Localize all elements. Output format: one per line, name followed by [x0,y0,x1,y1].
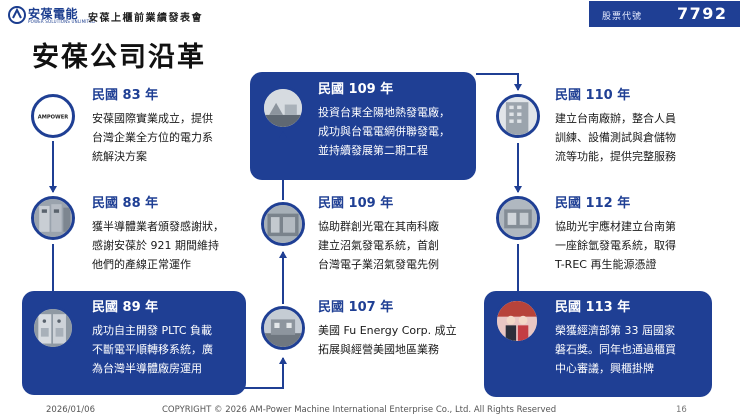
milestone-text: 投資台東全陽地熱發電廠， 成功與台電電網併聯發電， 並持續發展第二期工程 [318,106,450,157]
connector-109a-110 [476,73,522,91]
milestone-113: 民國 113 年 榮獲經濟部第 33 屆國家 磐石獎。同年也通過櫃買 中心審議，… [555,300,711,378]
hydrogen-generator-photo-icon [496,196,540,240]
footer-copyright: COPYRIGHT © 2026 AM-Power Machine Intern… [162,405,557,415]
milestone-year: 民國 110 年 [555,88,631,103]
milestone-text: 協助光宇應材建立台南第 一座餘氫發電系統，取得 T-REC 再生能源憑證 [555,220,676,271]
ampower-logo-icon: AMPOWER [31,94,75,138]
electrical-cabinet-photo-icon [31,196,75,240]
milestone-109a: 民國 109 年 投資台東全陽地熱發電廠， 成功與台電電網併聯發電， 並持續發展… [318,82,474,160]
milestone-text: 榮獲經濟部第 33 屆國家 磐石獎。同年也通過櫃買 中心審議，興櫃掛牌 [555,324,676,375]
milestone-year: 民國 107 年 [318,300,394,315]
stock-code-badge: 股票代號 7792 [589,1,740,27]
milestone-year: 民國 109 年 [318,82,394,97]
logo-tagline: POWER SOLUTIONS UNLIMITED [28,19,96,24]
logo-badge-text: AMPOWER [38,115,69,121]
company-logo: 安葆電能 POWER SOLUTIONS UNLIMITED [8,5,95,27]
page-title: 安葆公司沿革 [32,42,206,73]
tainan-building-photo-icon [496,94,540,138]
stock-code: 7792 [677,4,728,23]
brand-mark-icon [8,6,26,24]
event-title: 安葆上櫃前業績發表會 [88,13,203,24]
milestone-88: 民國 88 年 獲半導體業者頒發感謝狀， 感謝安葆於 921 期間維持 他們的產… [92,196,252,274]
header-bar: 安葆電能 POWER SOLUTIONS UNLIMITED 安葆上櫃前業績發表… [0,0,740,30]
milestone-text: 安葆國際實業成立，提供 台灣企業全方位的電力系 統解決方案 [92,112,213,163]
geothermal-plant-photo-icon [261,86,305,130]
milestone-109b: 民國 109 年 協助群創光電在其南科廠 建立沼氣發電系統，首創 台灣電子業沼氣… [318,196,478,274]
milestone-83: 民國 83 年 安葆國際實業成立，提供 台灣企業全方位的電力系 統解決方案 [92,88,252,166]
milestone-year: 民國 112 年 [555,196,631,211]
milestone-text: 獲半導體業者頒發感謝狀， 感謝安葆於 921 期間維持 他們的產線正常運作 [92,220,224,271]
milestone-year: 民國 88 年 [92,196,159,211]
milestone-text: 建立台南廠辦，整合人員 訓練、設備測試與倉儲物 流等功能，提供完整服務 [555,112,676,163]
switchgear-photo-icon [31,306,75,350]
milestone-year: 民國 113 年 [555,300,631,315]
milestone-year: 民國 83 年 [92,88,159,103]
milestone-year: 民國 109 年 [318,196,394,211]
milestone-text: 成功自主開發 PLTC 負載 不斷電平順轉移系統，廣 為台灣半導體廠房運用 [92,324,213,375]
award-ceremony-photo-icon [494,298,540,344]
milestone-107: 民國 107 年 美國 Fu Energy Corp. 成立 拓展與經營美國地區… [318,300,478,359]
page-number: 16 [676,405,687,415]
footer-date: 2026/01/06 [46,405,95,415]
milestone-year: 民國 89 年 [92,300,159,315]
milestone-112: 民國 112 年 協助光宇應材建立台南第 一座餘氫發電系統，取得 T-REC 再… [555,196,715,274]
logo-name: 安葆電能 [28,7,79,21]
milestone-110: 民國 110 年 建立台南廠辦，整合人員 訓練、設備測試與倉儲物 流等功能，提供… [555,88,715,166]
milestone-text: 美國 Fu Energy Corp. 成立 拓展與經營美國地區業務 [318,324,457,356]
stock-label: 股票代號 [602,12,643,22]
biogas-plant-photo-icon [261,202,305,246]
milestone-text: 協助群創光電在其南科廠 建立沼氣發電系統，首創 台灣電子業沼氣發電先例 [318,220,439,271]
milestone-89: 民國 89 年 成功自主開發 PLTC 負載 不斷電平順轉移系統，廣 為台灣半導… [92,300,242,378]
us-office-photo-icon [261,306,305,350]
